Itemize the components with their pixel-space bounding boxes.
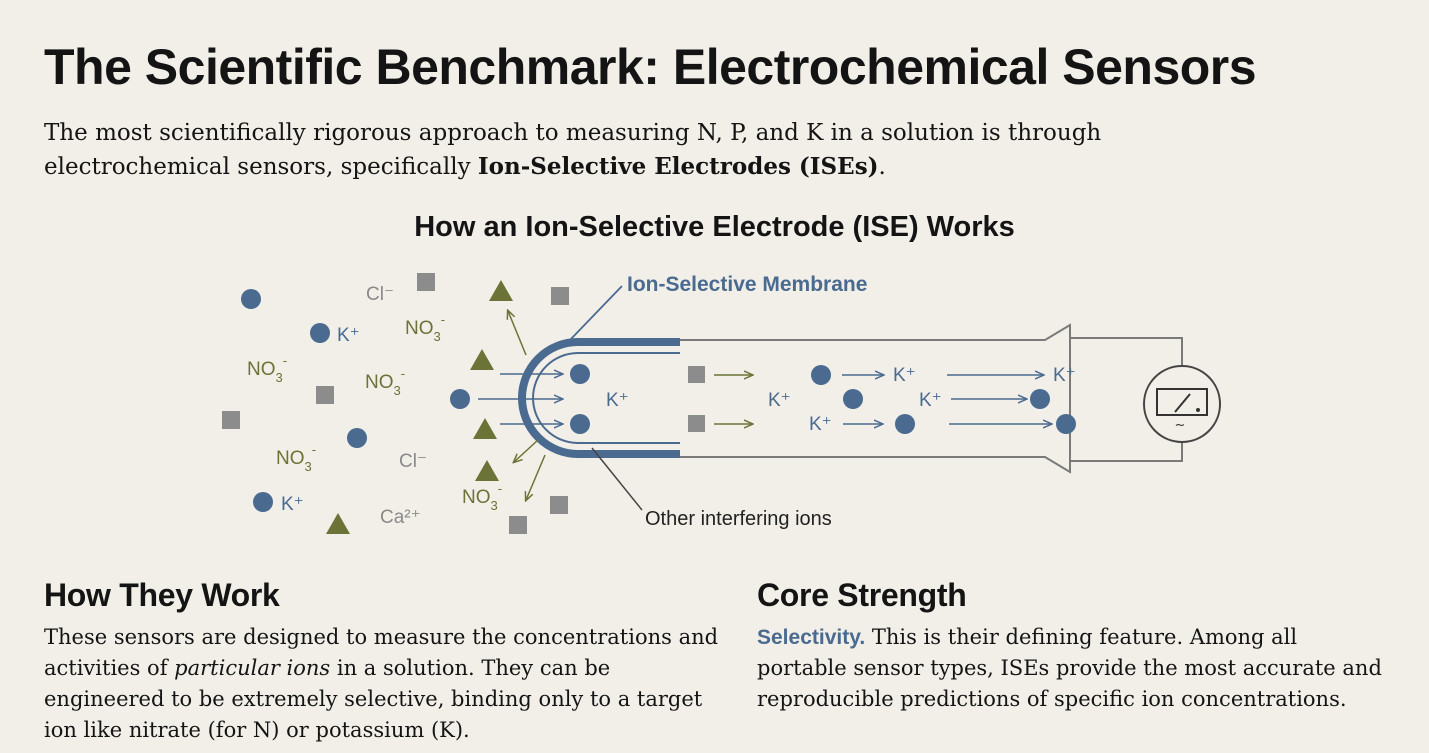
- how-they-work-heading: How They Work: [44, 577, 280, 613]
- intro-paragraph: The most scientifically rigorous approac…: [44, 117, 1194, 184]
- ion-interfering-square: [316, 386, 334, 404]
- ion-potassium: [241, 289, 261, 309]
- label-potassium: K⁺: [606, 390, 629, 411]
- page-title: The Scientific Benchmark: Electrochemica…: [44, 39, 1257, 95]
- intro-bold-term: Ion-Selective Electrodes (ISEs): [477, 153, 879, 180]
- label-potassium: K⁺: [893, 365, 916, 386]
- deflect-arrow: [514, 439, 539, 462]
- ion-potassium-inside: [811, 365, 831, 385]
- ion-interfering-square: [551, 287, 569, 305]
- label-potassium: K⁺: [768, 390, 791, 411]
- membrane-label: Ion-Selective Membrane: [627, 273, 867, 296]
- ion-interfering-square: [222, 411, 240, 429]
- ion-potassium: [450, 389, 470, 409]
- label-calcium: Ca²⁺: [380, 507, 421, 528]
- ion-interfering-square: [550, 496, 568, 514]
- label-chloride: Cl⁻: [399, 451, 427, 472]
- ion-potassium: [310, 323, 330, 343]
- ion-potassium-inside: [895, 414, 915, 434]
- deflect-arrow: [508, 311, 527, 356]
- ion-nitrate-triangle: [326, 513, 350, 534]
- label-potassium: K⁺: [337, 325, 360, 346]
- core-strength-text: This is their defining feature. Among al…: [757, 625, 1382, 711]
- ion-potassium: [253, 492, 273, 512]
- ion-potassium-inside: [570, 414, 590, 434]
- label-nitrate: NO3-: [247, 353, 287, 385]
- ion-interfering-square: [417, 273, 435, 291]
- label-nitrate: NO3-: [462, 481, 502, 513]
- label-nitrate: NO3-: [365, 366, 405, 398]
- ion-nitrate-triangle: [470, 349, 494, 370]
- electrode-body: [680, 323, 1071, 474]
- intro-text-1: The most scientifically rigorous approac…: [44, 120, 1102, 180]
- how-text-2: in a solution. They can be engineered to…: [44, 656, 703, 742]
- core-strength-heading: Core Strength: [757, 577, 967, 613]
- ion-potassium-inside: [1056, 414, 1076, 434]
- interfering-pointer: [591, 447, 643, 511]
- interfering-label: Other interfering ions: [645, 508, 832, 530]
- label-potassium: K⁺: [1053, 365, 1076, 386]
- diagram-title: How an Ion-Selective Electrode (ISE) Wor…: [414, 211, 1015, 243]
- ion-potassium-inside: [570, 364, 590, 384]
- voltmeter-icon: ~: [1143, 365, 1221, 443]
- membrane-pointer: [569, 285, 623, 341]
- core-strength-body: Selectivity. This is their defining feat…: [757, 622, 1387, 715]
- how-italic: particular ions: [174, 656, 331, 680]
- label-nitrate: NO3-: [276, 442, 316, 474]
- ion-nitrate-triangle: [473, 418, 497, 439]
- ion-interfering-square: [509, 516, 527, 534]
- label-potassium: K⁺: [919, 390, 942, 411]
- ion-nitrate-triangle: [475, 460, 499, 481]
- how-text-1: These sensors are designed to measure th…: [44, 625, 719, 680]
- label-potassium: K⁺: [281, 494, 304, 515]
- label-nitrate: NO3-: [405, 312, 445, 344]
- core-strength-lead: Selectivity.: [757, 626, 866, 649]
- ion-interfering-square: [688, 366, 705, 383]
- ion-nitrate-triangle: [489, 280, 513, 301]
- ion-potassium-inside: [843, 389, 863, 409]
- label-potassium: K⁺: [809, 414, 832, 435]
- intro-text-2: .: [878, 154, 886, 180]
- how-they-work-body: These sensors are designed to measure th…: [44, 622, 724, 746]
- ion-potassium: [347, 428, 367, 448]
- ion-potassium-inside: [1030, 389, 1050, 409]
- ion-selective-membrane: [518, 338, 680, 458]
- ion-interfering-square: [688, 415, 705, 432]
- ise-diagram: Ion-Selective Membrane Other interfering…: [222, 273, 1221, 534]
- deflect-arrow: [526, 454, 546, 500]
- meter-ac-symbol: ~: [1175, 418, 1186, 433]
- label-chloride: Cl⁻: [366, 284, 394, 305]
- membrane-inner-line: [532, 352, 680, 444]
